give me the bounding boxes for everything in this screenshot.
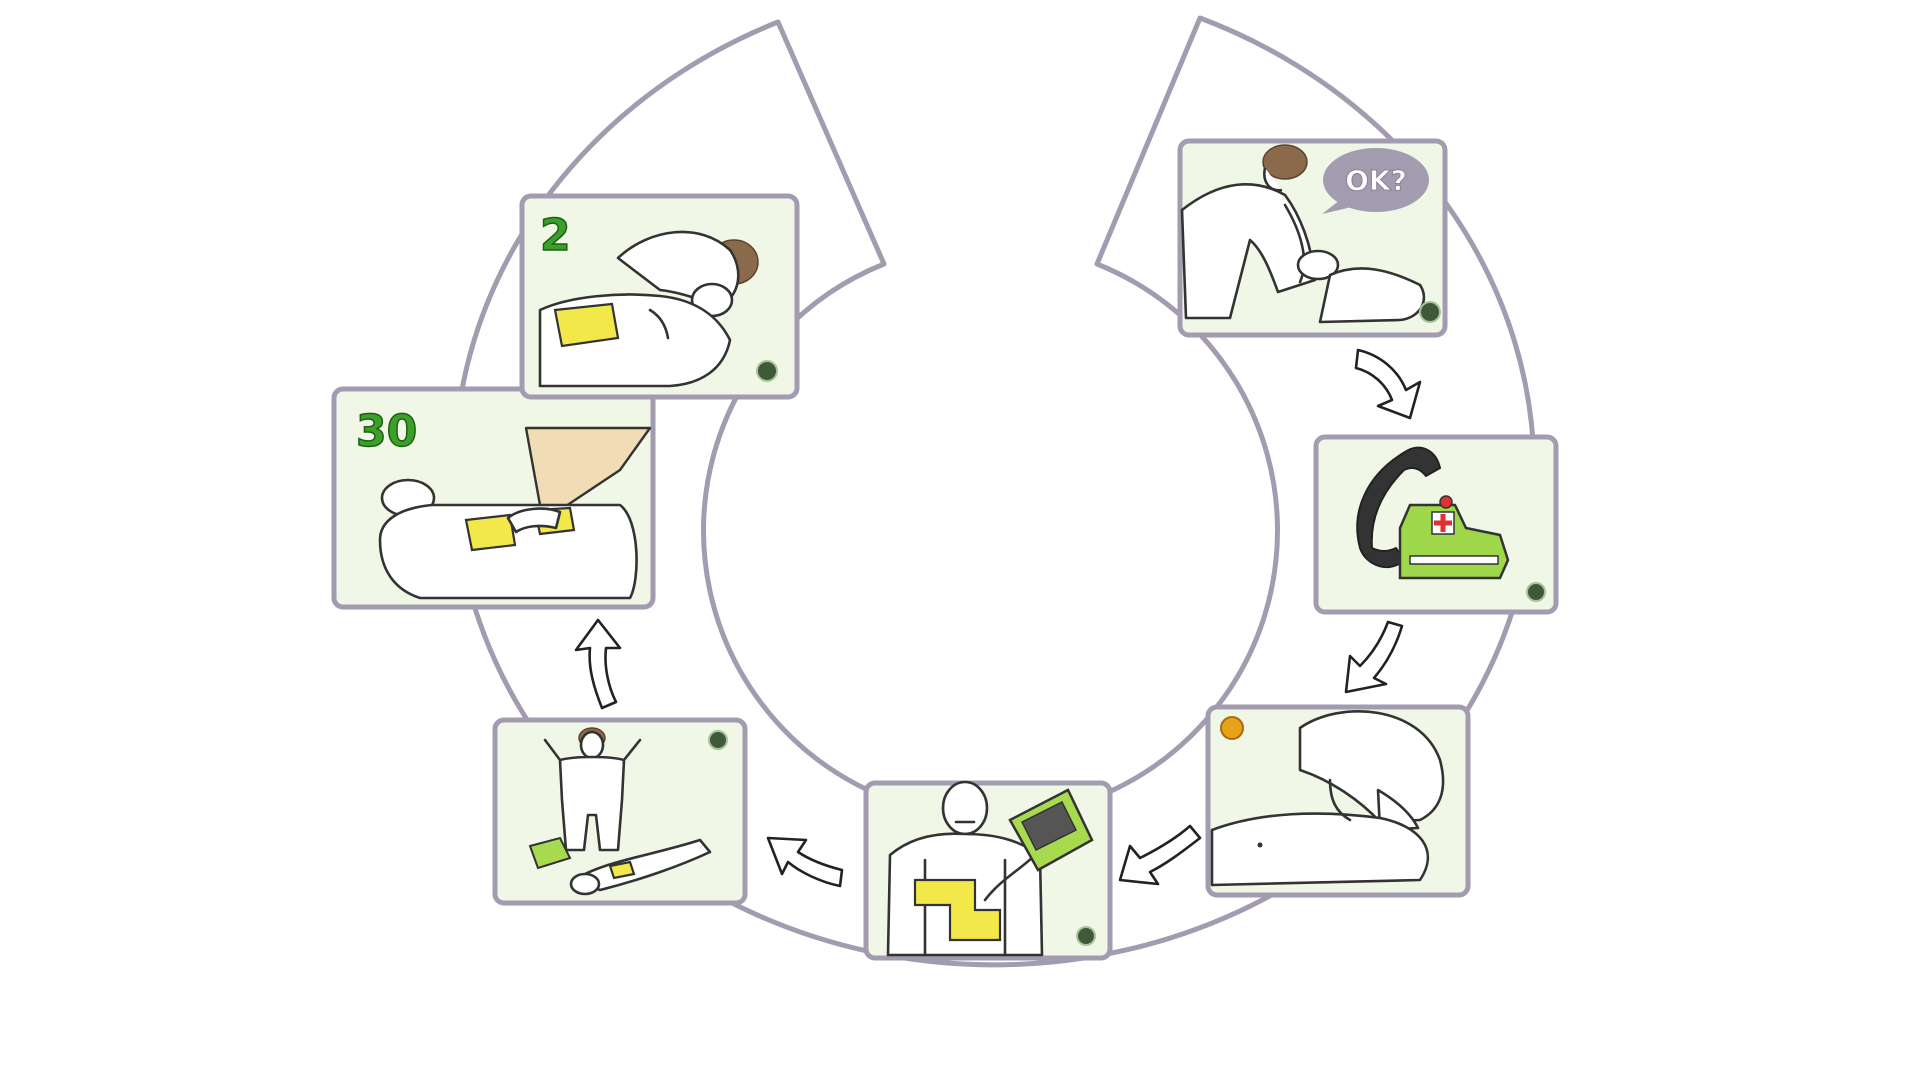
- status-dot-icon: [1526, 582, 1546, 602]
- step-card-recovery-position: [1205, 704, 1471, 898]
- ok-speech-bubble: OK?: [1322, 148, 1429, 214]
- aed-device-icon: [1008, 788, 1094, 872]
- status-dot-icon: [756, 360, 778, 382]
- aed-device-icon: [528, 836, 572, 870]
- compression-pad-icon: [464, 513, 517, 552]
- step-card-attach-aed: [863, 780, 1113, 961]
- cycle-arrow-icon: [574, 618, 622, 710]
- step-card-call-emergency: [1313, 434, 1559, 615]
- cycle-arrow-icon: [1344, 620, 1404, 694]
- breath-pad-icon: [553, 302, 620, 348]
- step-card-stand-clear: [492, 717, 748, 906]
- breaths-count-label: 2: [540, 210, 571, 261]
- cycle-arrow-icon: [766, 836, 844, 888]
- aed-pad-icon: [913, 878, 1002, 942]
- step-card-rescue-breaths: 2: [519, 193, 800, 400]
- bubble-text: OK?: [1345, 164, 1407, 197]
- step-card-chest-compressions: 30: [331, 386, 656, 610]
- ambulance-icon: [1398, 495, 1510, 580]
- step-card-check-responsiveness: OK?: [1177, 138, 1448, 338]
- status-dot-icon: [1419, 301, 1441, 323]
- status-dot-icon: [1076, 926, 1096, 946]
- cycle-arrow-icon: [1118, 824, 1202, 886]
- phone-icon: [1356, 446, 1442, 569]
- warning-dot-icon: [1220, 716, 1244, 740]
- compressions-count-label: 30: [356, 406, 417, 457]
- cycle-arrow-icon: [1354, 348, 1422, 420]
- status-dot-icon: [708, 730, 728, 750]
